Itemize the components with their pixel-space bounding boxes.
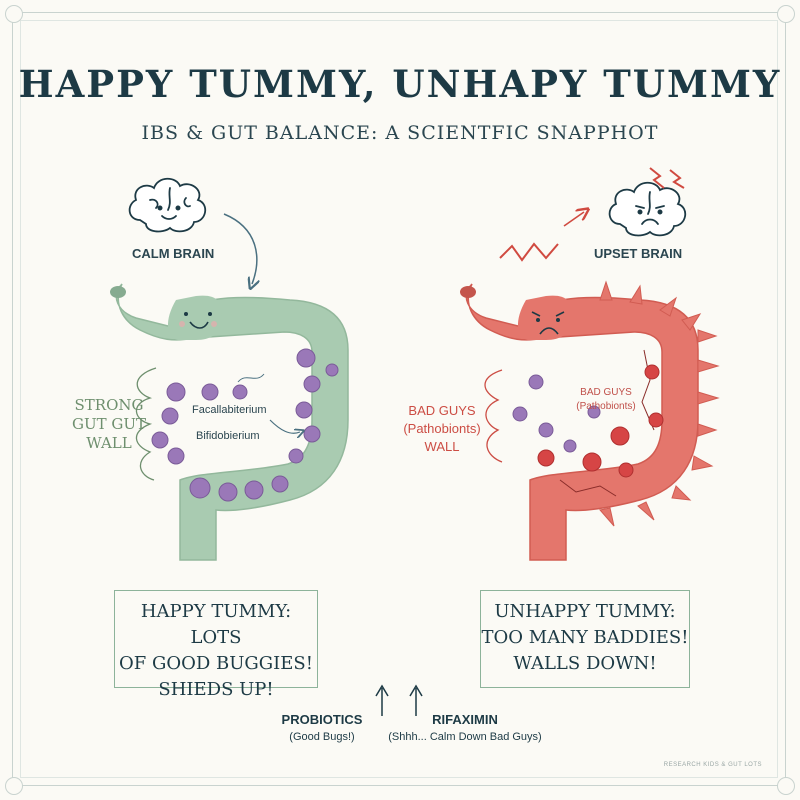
summary-line: TOO MANY BADDIES! bbox=[481, 627, 689, 648]
bacteria-label: Facallabiterium bbox=[192, 404, 267, 416]
upset-brain-icon bbox=[608, 181, 687, 237]
treatment-note: (Shhh... Calm Down Bad Guys) bbox=[388, 731, 542, 743]
treatment-probiotics: PROBIOTICS (Good Bugs!) bbox=[272, 712, 372, 743]
treatment-name: RIFAXIMIN bbox=[432, 712, 498, 727]
wall-label-line: WALL bbox=[424, 439, 460, 454]
wall-squiggle bbox=[135, 367, 157, 481]
bad-guys-wall-label: BAD GUYS (Pathobionts) WALL bbox=[400, 402, 484, 456]
treatment-note: (Good Bugs!) bbox=[289, 731, 355, 743]
calm-brain-icon bbox=[128, 177, 207, 233]
healthy-gut bbox=[110, 283, 349, 561]
bad-bacteria-group bbox=[512, 364, 664, 478]
inner-frame bbox=[20, 20, 778, 778]
good-bacteria-group bbox=[151, 348, 339, 502]
stress-bolt-icon bbox=[649, 167, 665, 189]
bacteria-pointer-arrow bbox=[269, 419, 300, 433]
corner-ornament bbox=[5, 777, 23, 795]
page-subtitle: IBS & GUT BALANCE: A SCIENTFIC SNAPPHOT bbox=[141, 122, 659, 144]
brain-gut-arrow bbox=[563, 212, 584, 227]
summary-line: OF GOOD BUGGIES! bbox=[119, 653, 313, 674]
summary-line: WALLS DOWN! bbox=[513, 653, 657, 674]
wall-label-line: WALL bbox=[86, 434, 132, 452]
summary-line: UNHAPPY TUMMY: bbox=[494, 601, 676, 622]
wall-label-line: (Pathobionts) bbox=[403, 421, 481, 436]
brain-gut-arrow bbox=[223, 213, 257, 284]
squiggle bbox=[237, 373, 265, 383]
treatment-rifaximin: RIFAXIMIN (Shhh... Calm Down Bad Guys) bbox=[380, 712, 550, 743]
inflamed-gut bbox=[460, 283, 699, 561]
wall-label-line: BAD GUYS bbox=[408, 403, 476, 418]
inflammation-spikes bbox=[599, 280, 720, 527]
summary-line: HAPPY TUMMY: LOTS bbox=[140, 601, 292, 648]
bad-guys-label: BAD GUYS (Pathobionts) bbox=[566, 386, 646, 414]
bacteria-label: Bifidobierium bbox=[196, 430, 260, 442]
wall-label-line: GUT GUT bbox=[71, 415, 147, 433]
outer-frame bbox=[12, 12, 786, 786]
happy-summary-box: HAPPY TUMMY: LOTS OF GOOD BUGGIES! SHIED… bbox=[114, 590, 318, 700]
unhappy-summary-box: UNHAPPY TUMMY: TOO MANY BADDIES! WALLS D… bbox=[480, 590, 690, 688]
zigzag-stress-icon bbox=[499, 242, 559, 262]
page-title: HAPPY TUMMY, UNHAPY TUMMY bbox=[18, 62, 782, 106]
corner-ornament bbox=[777, 777, 795, 795]
arrow-up-icon bbox=[375, 684, 389, 716]
credit-text: RESEARCH KIDS & GUT LOTS bbox=[663, 762, 762, 768]
summary-line: SHIEDS UP! bbox=[158, 679, 274, 700]
bad-guys-label-line: BAD GUYS bbox=[580, 387, 632, 398]
wall-squiggle bbox=[484, 369, 503, 463]
treatment-name: PROBIOTICS bbox=[281, 712, 363, 727]
arrow-up-icon bbox=[409, 684, 423, 716]
bad-guys-label-line: (Pathobionts) bbox=[576, 401, 636, 412]
upset-brain-label: UPSET BRAIN bbox=[594, 246, 683, 261]
corner-ornament bbox=[5, 5, 23, 23]
calm-brain-label: CALM BRAIN bbox=[132, 246, 215, 261]
corner-ornament bbox=[777, 5, 795, 23]
stress-bolt-icon bbox=[669, 169, 685, 189]
wall-label-line: STRONG bbox=[74, 396, 144, 414]
strong-wall-label: STRONG GUT GUT WALL bbox=[64, 396, 154, 453]
